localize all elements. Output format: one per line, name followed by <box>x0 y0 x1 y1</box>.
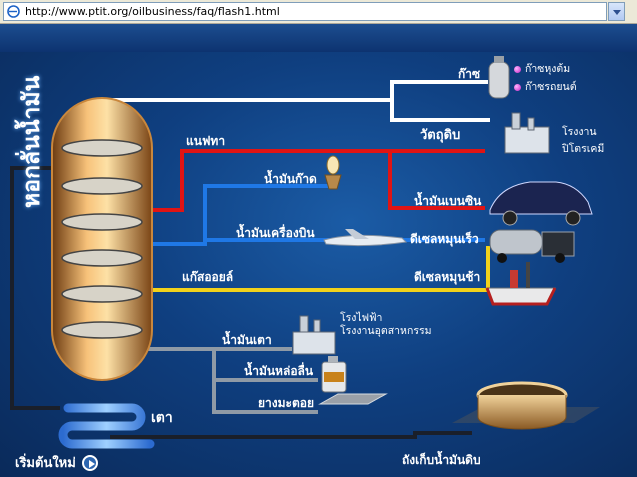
car-icon <box>489 181 593 226</box>
tower-label: หอกลั่นน้ำมัน <box>18 75 44 208</box>
gas-cooking-text: ก๊าซหุงต้ม <box>525 63 571 75</box>
gas-vehicle-label: ก๊าซรถยนต์ <box>514 80 577 94</box>
address-text: http://www.ptit.org/oilbusiness/faq/flas… <box>25 5 280 18</box>
browser-address-bar: http://www.ptit.org/oilbusiness/faq/flas… <box>0 0 637 24</box>
naphtha-line <box>142 149 485 212</box>
jet-fuel-label: น้ำมันเครื่องบิน <box>236 226 315 240</box>
feedstock-label: วัตถุดิบ <box>420 127 461 142</box>
kerosene-line <box>142 184 330 246</box>
diesel-fast-label: ดีเซลหมุนเร็ว <box>410 232 479 246</box>
address-dropdown-button[interactable] <box>608 2 625 21</box>
restart-button[interactable]: เริ่มต้นใหม่ <box>15 452 98 473</box>
kerosene-label: น้ำมันก๊าด <box>264 172 317 186</box>
distillation-tower <box>51 97 153 381</box>
furnace-coil <box>58 403 155 449</box>
ship-icon <box>485 262 557 306</box>
address-field[interactable]: http://www.ptit.org/oilbusiness/faq/flas… <box>3 2 607 21</box>
gas-line-branch <box>390 100 490 122</box>
fuel-oil-label: น้ำมันเตา <box>222 333 272 347</box>
residue-line <box>142 347 318 414</box>
kerosene-lamp-icon <box>324 155 342 190</box>
asphalt-label: ยางมะตอย <box>258 396 315 410</box>
bullet-icon <box>514 83 521 91</box>
petrochem-plant-label: โรงงาน ปิโตรเคมี <box>562 126 605 155</box>
restart-label: เริ่มต้นใหม่ <box>15 455 76 470</box>
industrial-plant-label: โรงงานอุตสาหกรรม <box>340 325 432 337</box>
gas-vehicle-text: ก๊าซรถยนต์ <box>525 81 577 93</box>
gas-oil-label: แก๊สออยล์ <box>182 270 234 284</box>
lube-oil-can-icon <box>321 356 347 393</box>
furnace-label: เตา <box>151 409 173 425</box>
crude-tank-label: ถังเก็บน้ำมันดิบ <box>402 453 481 467</box>
diesel-slow-label: ดีเซลหมุนช้า <box>414 270 481 284</box>
power-plant-label: โรงไฟฟ้า <box>340 312 383 324</box>
gasoline-label: น้ำมันเบนซิน <box>414 194 482 208</box>
gas-line <box>103 80 488 130</box>
naphtha-branch <box>388 151 485 210</box>
power-plant-icon <box>292 315 336 355</box>
gas-label: ก๊าซ <box>458 67 481 81</box>
bullet-icon <box>514 65 521 73</box>
play-icon <box>81 454 98 471</box>
gas-cooking-label: ก๊าซหุงต้ม <box>514 62 570 76</box>
crude-line <box>10 166 472 439</box>
naphtha-label: แนฟทา <box>186 134 226 148</box>
crude-storage-tank-icon <box>452 381 600 430</box>
petrochemical-plant-icon <box>504 112 550 154</box>
lube-oil-label: น้ำมันหล่อลื่น <box>244 364 314 378</box>
gas-cylinder-icon <box>488 56 510 99</box>
airplane-icon <box>323 229 408 247</box>
truck-icon <box>489 229 575 263</box>
asphalt-road-icon <box>318 393 388 405</box>
header-strip <box>0 24 637 52</box>
ie-page-icon <box>7 5 20 18</box>
